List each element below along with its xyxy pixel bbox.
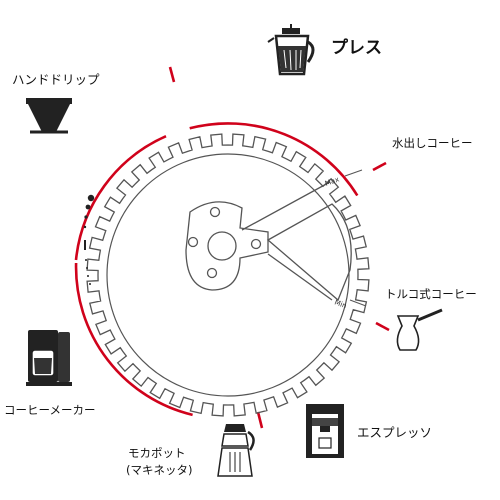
hub-body xyxy=(185,201,269,291)
range-arcs xyxy=(74,66,390,429)
gear-inner-ring xyxy=(106,153,350,397)
spoke-upper xyxy=(241,181,331,231)
french-press-icon xyxy=(267,24,315,76)
label-coffee-maker: コーヒーメーカー xyxy=(4,403,96,417)
grind-scale-indicator xyxy=(83,194,95,285)
label-press: プレス xyxy=(331,37,382,58)
espresso-machine-icon xyxy=(306,404,344,458)
arc-hand-drip xyxy=(74,135,167,261)
grinder-gear xyxy=(86,133,370,417)
tick-turkish xyxy=(375,321,390,332)
spoke-lower xyxy=(267,253,333,301)
hub-hole-top xyxy=(209,206,221,218)
label-moka-line2: (マキネッタ) xyxy=(126,463,192,477)
turkish-pot-icon xyxy=(396,308,443,351)
moka-pot-icon xyxy=(217,424,255,477)
min-mark: Min xyxy=(333,298,367,310)
dripper-icon xyxy=(26,98,72,134)
tick-moka xyxy=(256,411,264,429)
hub-center-hole xyxy=(207,231,237,261)
label-hand-drip: ハンドドリップ xyxy=(12,72,100,87)
tick-cold-brew-outer xyxy=(372,161,387,172)
coffee-maker-icon xyxy=(26,330,72,386)
arc-press xyxy=(189,122,359,197)
label-turkish: トルコ式コーヒー xyxy=(385,287,477,301)
label-espresso: エスプレッソ xyxy=(357,425,432,440)
min-label: Min xyxy=(333,298,347,310)
spoke-window xyxy=(266,203,352,302)
hub-hole-left xyxy=(187,236,199,248)
hub-hole-bottom xyxy=(206,267,218,279)
tick-press xyxy=(168,66,176,83)
label-moka-line1: モカポット xyxy=(128,446,186,460)
label-cold-brew: 水出しコーヒー xyxy=(392,136,473,150)
hub-hole-right xyxy=(250,238,262,250)
arc-coffee-maker xyxy=(74,262,193,417)
max-mark: Max xyxy=(324,169,363,188)
gear-hub xyxy=(185,181,352,302)
